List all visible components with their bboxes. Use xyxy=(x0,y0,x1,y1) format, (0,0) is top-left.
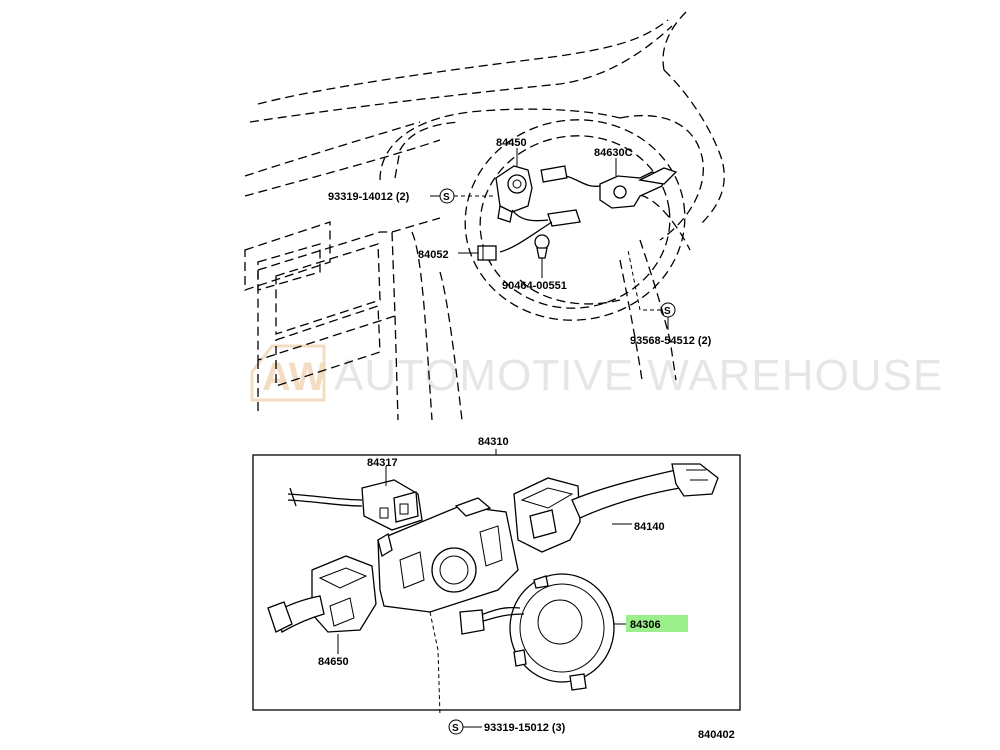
part-84306[interactable] xyxy=(459,573,615,691)
part-84630c[interactable] xyxy=(599,167,678,209)
label-84306: 84306 xyxy=(630,619,661,631)
label-90464-00551: 90464-00551 xyxy=(502,280,567,292)
part-84317[interactable] xyxy=(287,479,423,531)
label-93319-15012: 93319-15012 (3) xyxy=(484,722,566,734)
dashboard-outline xyxy=(244,11,725,421)
label-84310: 84310 xyxy=(478,436,509,448)
part-wire-harness-top xyxy=(499,165,601,253)
assembly-84310-box xyxy=(252,454,741,711)
watermark-logo-icon xyxy=(250,344,326,402)
label-93319-14012: 93319-14012 (2) xyxy=(328,191,410,203)
part-84052[interactable] xyxy=(477,245,497,261)
label-84450: 84450 xyxy=(496,137,527,149)
part-84650[interactable] xyxy=(267,555,377,633)
part-90464-00551[interactable] xyxy=(534,234,550,259)
part-combination-switch-body xyxy=(377,497,519,613)
diagram-code: 840402 xyxy=(698,729,735,741)
svg-text:S: S xyxy=(664,306,671,317)
svg-text:S: S xyxy=(452,723,459,734)
label-84140: 84140 xyxy=(634,521,665,533)
label-93568-54512: 93568-54512 (2) xyxy=(630,335,712,347)
screw-symbol-93319-14012: S xyxy=(430,188,496,204)
highlight-84306 xyxy=(626,615,688,632)
label-84317: 84317 xyxy=(367,457,398,469)
label-84650: 84650 xyxy=(318,656,349,668)
screw-symbol-93319-15012: S xyxy=(429,611,482,735)
label-84630c: 84630C xyxy=(594,147,633,159)
part-84140[interactable] xyxy=(513,463,719,553)
watermark: AW AUTOMOTIVE WAREHOUSE xyxy=(250,344,942,402)
screw-symbol-93568-54512: S xyxy=(627,249,676,330)
label-84052: 84052 xyxy=(418,249,449,261)
part-84450[interactable] xyxy=(495,165,533,223)
svg-text:S: S xyxy=(443,192,450,203)
watermark-logo-text: AW xyxy=(262,355,327,399)
